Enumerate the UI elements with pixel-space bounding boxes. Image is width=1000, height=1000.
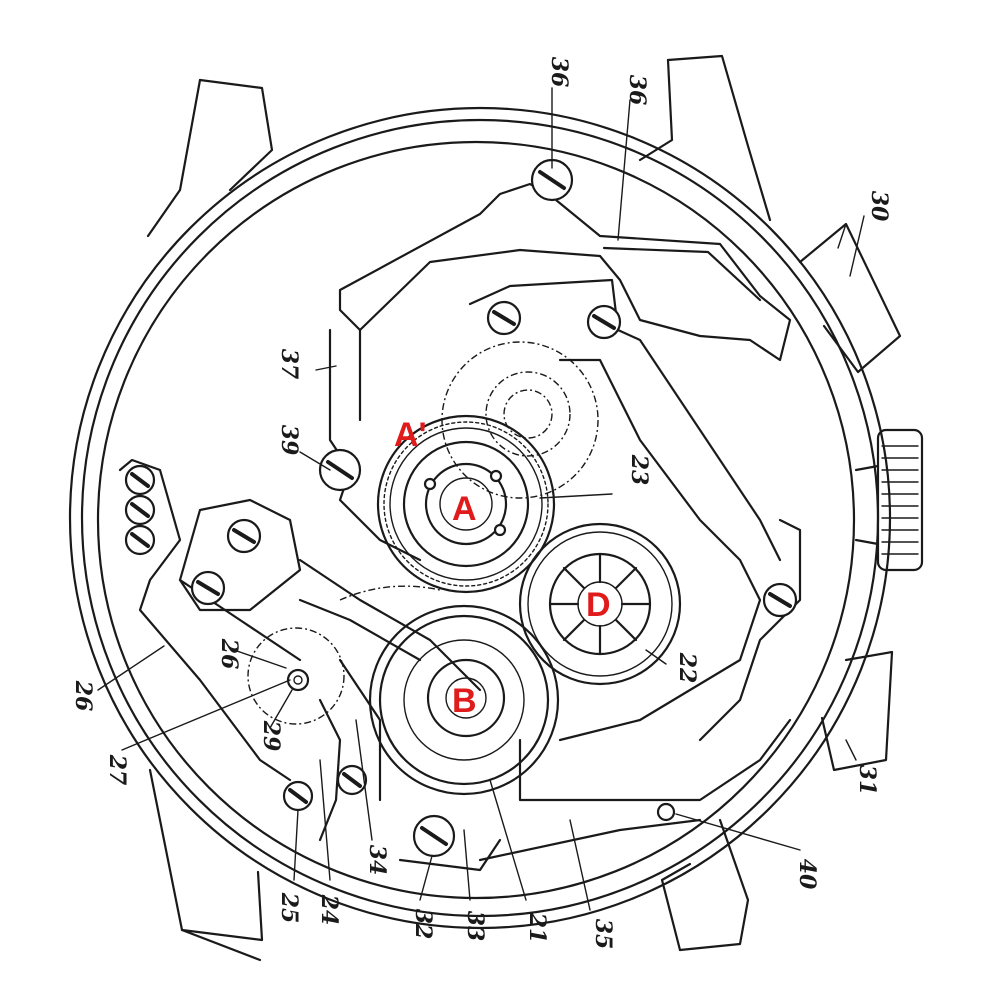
callout-35: 35: [590, 919, 616, 950]
callout-22: 22: [674, 652, 700, 684]
marker-a-prime: A': [394, 416, 427, 454]
screw-lever-2: [190, 570, 226, 606]
callout-31: 31: [854, 765, 880, 796]
movement-plates: [118, 182, 802, 872]
callout-33: 33: [462, 911, 488, 942]
screw-40: [656, 802, 676, 822]
callout-26-small: 26: [216, 638, 242, 670]
pusher-31: [820, 650, 894, 772]
screw-32: [412, 814, 456, 858]
screw-plate-1: [124, 464, 156, 496]
screw-plate-2: [124, 494, 156, 526]
callout-24: 24: [316, 894, 342, 926]
callout-32: 32: [410, 909, 436, 940]
callout-37: 37: [276, 349, 302, 380]
callout-25: 25: [276, 892, 302, 924]
leader-lines: [97, 87, 865, 911]
wheel-22: [518, 522, 682, 686]
pusher-30: [798, 222, 902, 374]
screw-34: [336, 764, 368, 796]
wheel-21: [339, 585, 560, 796]
callout-34: 34: [364, 845, 390, 876]
callout-36: 36: [546, 57, 572, 88]
wheel-23: [376, 414, 556, 594]
screw-upper-right: [586, 304, 622, 340]
callout-26: 26: [70, 680, 96, 712]
callout-30: 30: [866, 191, 892, 222]
wheel-28: [247, 627, 345, 725]
marker-d: D: [586, 586, 611, 624]
callout-21: 21: [524, 912, 550, 944]
callout-29: 29: [258, 720, 284, 752]
callout-numbers: 36 36 30 37 39 23 22 26 29 26 27 25 24 3…: [70, 57, 892, 950]
screw-36: [530, 158, 574, 202]
marker-a: A: [452, 490, 477, 528]
callout-40: 40: [794, 859, 820, 890]
callout-27: 27: [104, 754, 130, 786]
red-markers: A' A D B: [394, 416, 611, 720]
marker-b: B: [452, 682, 477, 720]
watch-lugs: [146, 54, 772, 962]
screw-right: [762, 582, 798, 618]
screw-25: [282, 780, 314, 812]
crown: [854, 428, 924, 572]
callout-39: 39: [276, 425, 302, 456]
callout-23: 23: [626, 454, 652, 486]
screw-lever-1: [226, 518, 262, 554]
callout-36-secondary: 36: [624, 75, 650, 106]
screw-39: [318, 448, 362, 492]
screw-plate-3: [124, 524, 156, 556]
screws: [124, 158, 798, 858]
watch-case: [68, 106, 892, 930]
screw-upper-left: [486, 300, 522, 336]
